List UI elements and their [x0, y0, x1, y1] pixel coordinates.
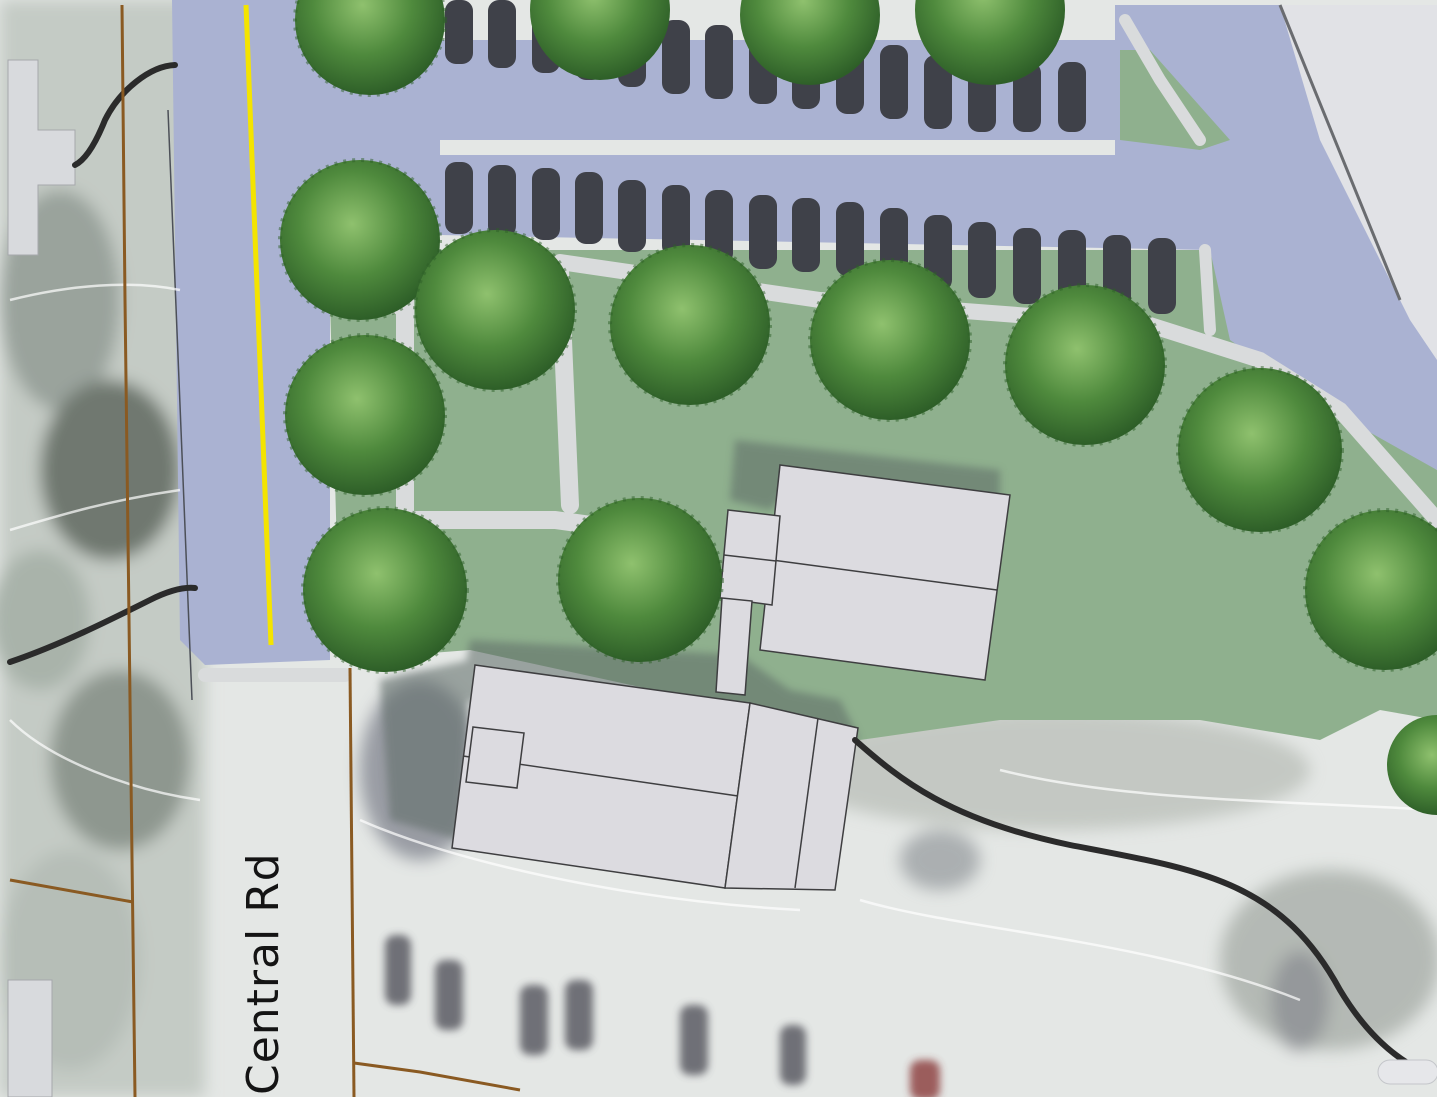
adjacent-structures: [7, 59, 76, 1097]
tree-canopy: [915, 0, 1065, 85]
tree-canopy: [556, 496, 724, 664]
tree-canopy: [278, 158, 442, 322]
building-north: [715, 464, 1011, 696]
tree-canopy: [301, 506, 469, 674]
tree-canopy: [1003, 283, 1167, 447]
tree-canopy: [413, 228, 577, 392]
map-scroll-handle: [1377, 1059, 1437, 1085]
road-centerline: [243, 4, 274, 646]
tree-canopy: [740, 0, 880, 85]
tree-canopy: [808, 258, 972, 422]
tree-canopy: [1303, 508, 1437, 672]
aerial-parked-cars: [385, 935, 940, 1097]
tree-canopy: [1176, 366, 1344, 534]
property-lines: [9, 4, 521, 1097]
tree-canopy: [283, 333, 447, 497]
parked-cars-south-row: [445, 162, 1176, 314]
trees: [278, 0, 1437, 815]
northeast-building: [1280, 5, 1437, 360]
tree-canopy: [293, 0, 447, 97]
contour-lines-minor: [9, 283, 1437, 1002]
tree-canopy: [1387, 715, 1437, 815]
tree-canopy: [530, 0, 670, 80]
road-label-central-rd: Central Rd: [238, 852, 289, 1095]
building-south: [451, 664, 859, 891]
tree-canopy: [608, 243, 772, 407]
contour-lines: [7, 62, 1423, 1073]
